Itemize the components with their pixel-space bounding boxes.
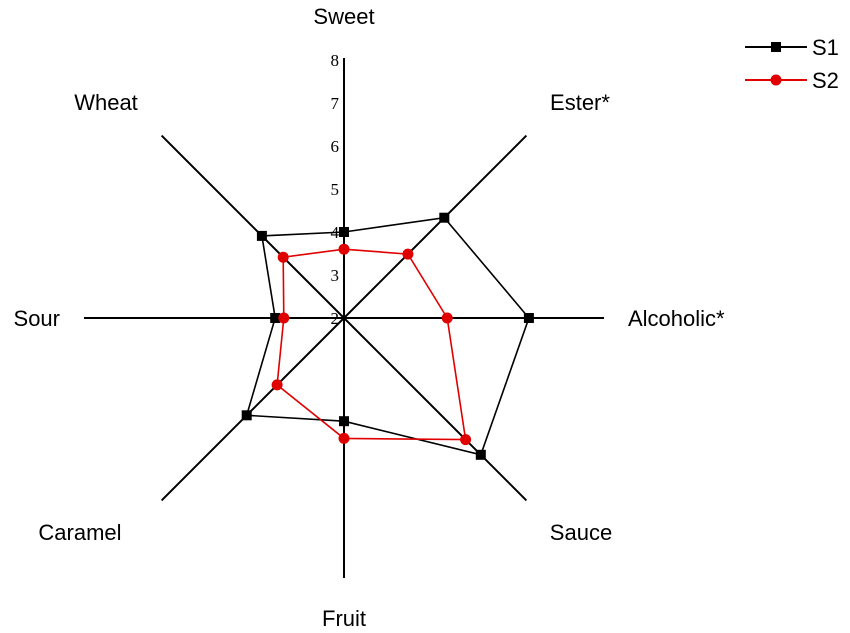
axis-label-sour: Sour <box>14 306 60 331</box>
data-point-s1 <box>241 410 252 421</box>
data-point-s1 <box>439 212 450 223</box>
data-point-s1 <box>339 227 349 237</box>
data-point-s2 <box>402 248 414 260</box>
tick-label: 3 <box>331 266 340 285</box>
axis-label-ester: Ester* <box>550 90 610 115</box>
axis-label-sauce: Sauce <box>550 520 612 545</box>
tick-label: 8 <box>331 51 340 70</box>
legend-label-s2: S2 <box>812 68 839 93</box>
data-point-s1 <box>475 449 486 460</box>
tick-label: 7 <box>331 94 340 113</box>
legend-label-s1: S1 <box>812 35 839 60</box>
data-point-s2 <box>338 243 350 255</box>
axis-label-alcoholic: Alcoholic* <box>628 306 725 331</box>
tick-label: 6 <box>331 137 340 156</box>
data-point-s2 <box>277 251 289 263</box>
axis-label-sweet: Sweet <box>313 4 374 29</box>
legend-marker-s2 <box>770 74 782 86</box>
data-point-s2 <box>441 312 453 324</box>
spoke-wheat <box>160 134 345 319</box>
tick-label: 5 <box>331 180 340 199</box>
data-point-s1 <box>523 313 534 323</box>
spoke-sauce <box>343 317 528 502</box>
spoke-ester <box>343 134 528 319</box>
spoke-caramel <box>160 317 345 502</box>
data-point-s1 <box>270 313 281 323</box>
series-layer <box>241 212 534 460</box>
data-point-s2 <box>278 312 290 324</box>
radar-spokes <box>84 58 604 578</box>
axis-label-wheat: Wheat <box>74 90 138 115</box>
axis-label-caramel: Caramel <box>38 520 121 545</box>
data-point-s1 <box>339 416 349 427</box>
legend-marker-s1 <box>771 42 781 52</box>
axis-label-fruit: Fruit <box>322 606 366 631</box>
data-point-s2 <box>338 432 350 444</box>
tick-label: 2 <box>331 309 340 328</box>
data-point-s1 <box>256 230 267 241</box>
data-point-s2 <box>460 434 472 446</box>
data-point-s2 <box>271 379 283 391</box>
